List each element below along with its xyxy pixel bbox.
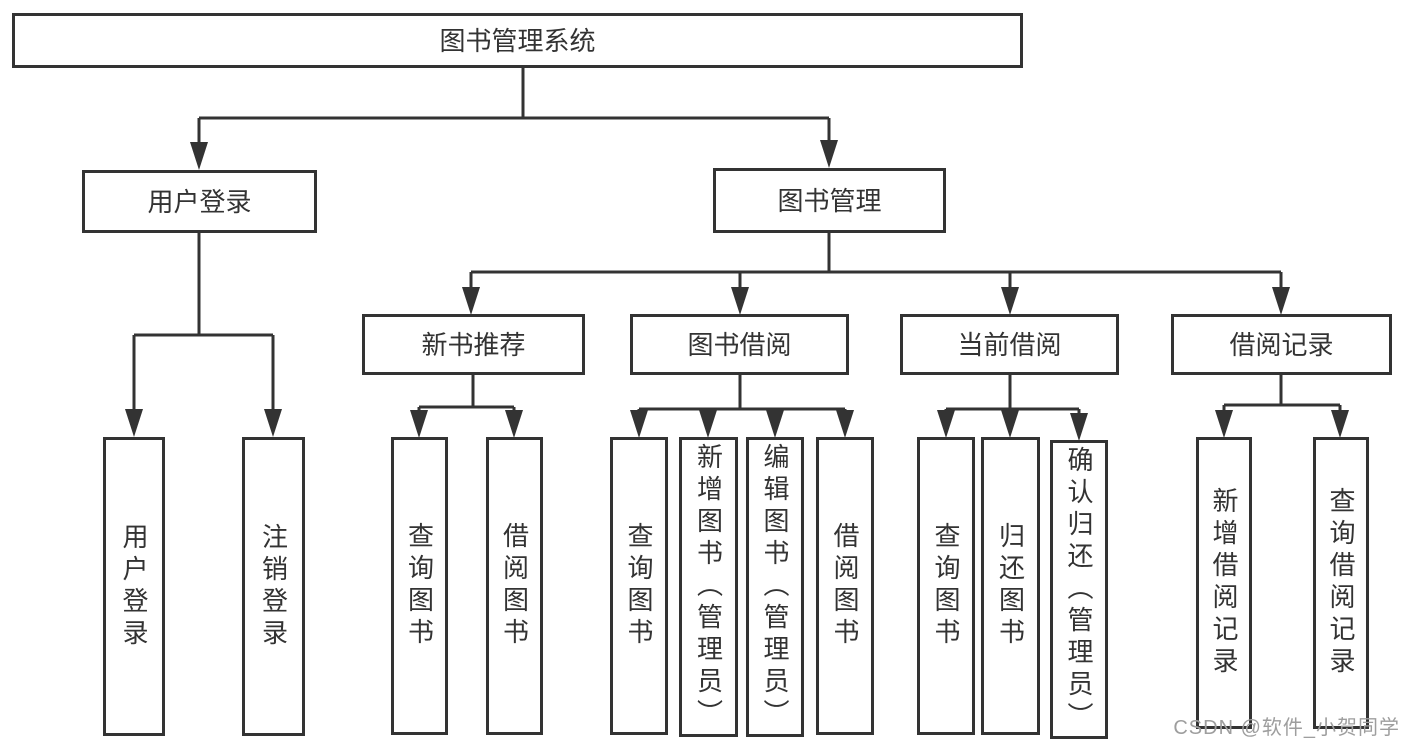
node-current-borrowing: 当前借阅	[900, 314, 1119, 375]
node-borrowing-records: 借阅记录	[1171, 314, 1392, 375]
node-leaf-query-borrow-record: 查询借阅记录	[1313, 437, 1369, 729]
node-leaf-user-login: 用户登录	[103, 437, 165, 736]
connector-current-borrow-arrowheads	[937, 410, 1088, 441]
node-leaf-query-books-borrowing: 查询图书	[610, 437, 668, 735]
connector-current-borrow-split	[944, 375, 1081, 414]
node-label: 图书借阅	[687, 329, 792, 360]
connector-user-login-arrowheads	[125, 409, 282, 437]
node-book-management: 图书管理	[713, 168, 946, 233]
node-library-management-system: 图书管理系统	[12, 13, 1023, 68]
connector-borrow-record-split	[1222, 375, 1342, 411]
node-leaf-borrow-books: 借阅图书	[816, 437, 874, 735]
connector-new-book-split	[417, 375, 516, 412]
node-label: 编辑图书（管理员）	[760, 443, 790, 731]
node-label: 用户登录	[147, 186, 252, 217]
node-leaf-add-books-admin: 新增图书（管理员）	[679, 437, 738, 737]
node-label: 查询图书	[624, 522, 654, 650]
node-label: 用户登录	[119, 522, 149, 651]
node-new-book-recommend: 新书推荐	[362, 314, 585, 375]
node-leaf-logout: 注销登录	[242, 437, 305, 736]
node-label: 借阅图书	[830, 522, 860, 650]
connector-book-borrow-split	[637, 375, 847, 412]
node-label: 借阅图书	[499, 522, 530, 650]
node-label: 新书推荐	[421, 329, 526, 360]
node-user-login: 用户登录	[82, 170, 317, 233]
node-label: 查询图书	[404, 522, 435, 650]
node-leaf-edit-books-admin: 编辑图书（管理员）	[746, 437, 804, 737]
node-label: 图书管理	[777, 185, 882, 216]
node-label: 归还图书	[995, 522, 1026, 650]
node-leaf-borrow-books-recommend: 借阅图书	[486, 437, 543, 735]
node-label: 查询图书	[931, 522, 961, 650]
node-leaf-confirm-return-admin: 确认归还（管理员）	[1050, 440, 1108, 739]
connector-book-management-arrowheads	[462, 287, 1290, 315]
node-label: 查询借阅记录	[1326, 487, 1356, 679]
connector-book-borrow-arrowheads	[630, 410, 854, 438]
node-label: 图书管理系统	[439, 25, 596, 56]
connector-new-book-arrowheads	[410, 410, 523, 438]
csdn-watermark: CSDN @软件_小贺同学	[1173, 717, 1400, 739]
node-leaf-query-books-current: 查询图书	[917, 437, 975, 735]
node-label: 当前借阅	[957, 329, 1062, 360]
connector-book-management-split	[469, 233, 1283, 289]
node-leaf-return-books: 归还图书	[981, 437, 1040, 735]
node-label: 新增图书（管理员）	[693, 443, 724, 731]
node-book-borrowing: 图书借阅	[630, 314, 849, 375]
connector-borrow-record-arrowheads	[1215, 410, 1349, 438]
connector-root-to-level2	[197, 68, 831, 144]
node-label: 注销登录	[258, 522, 289, 651]
node-label: 确认归还（管理员）	[1064, 445, 1094, 734]
node-leaf-query-books-recommend: 查询图书	[391, 437, 448, 735]
connector-root-arrowheads	[190, 140, 838, 170]
connector-user-login-split	[132, 233, 275, 411]
node-leaf-add-borrow-record: 新增借阅记录	[1196, 437, 1252, 729]
node-label: 借阅记录	[1229, 329, 1334, 360]
node-label: 新增借阅记录	[1209, 487, 1239, 679]
